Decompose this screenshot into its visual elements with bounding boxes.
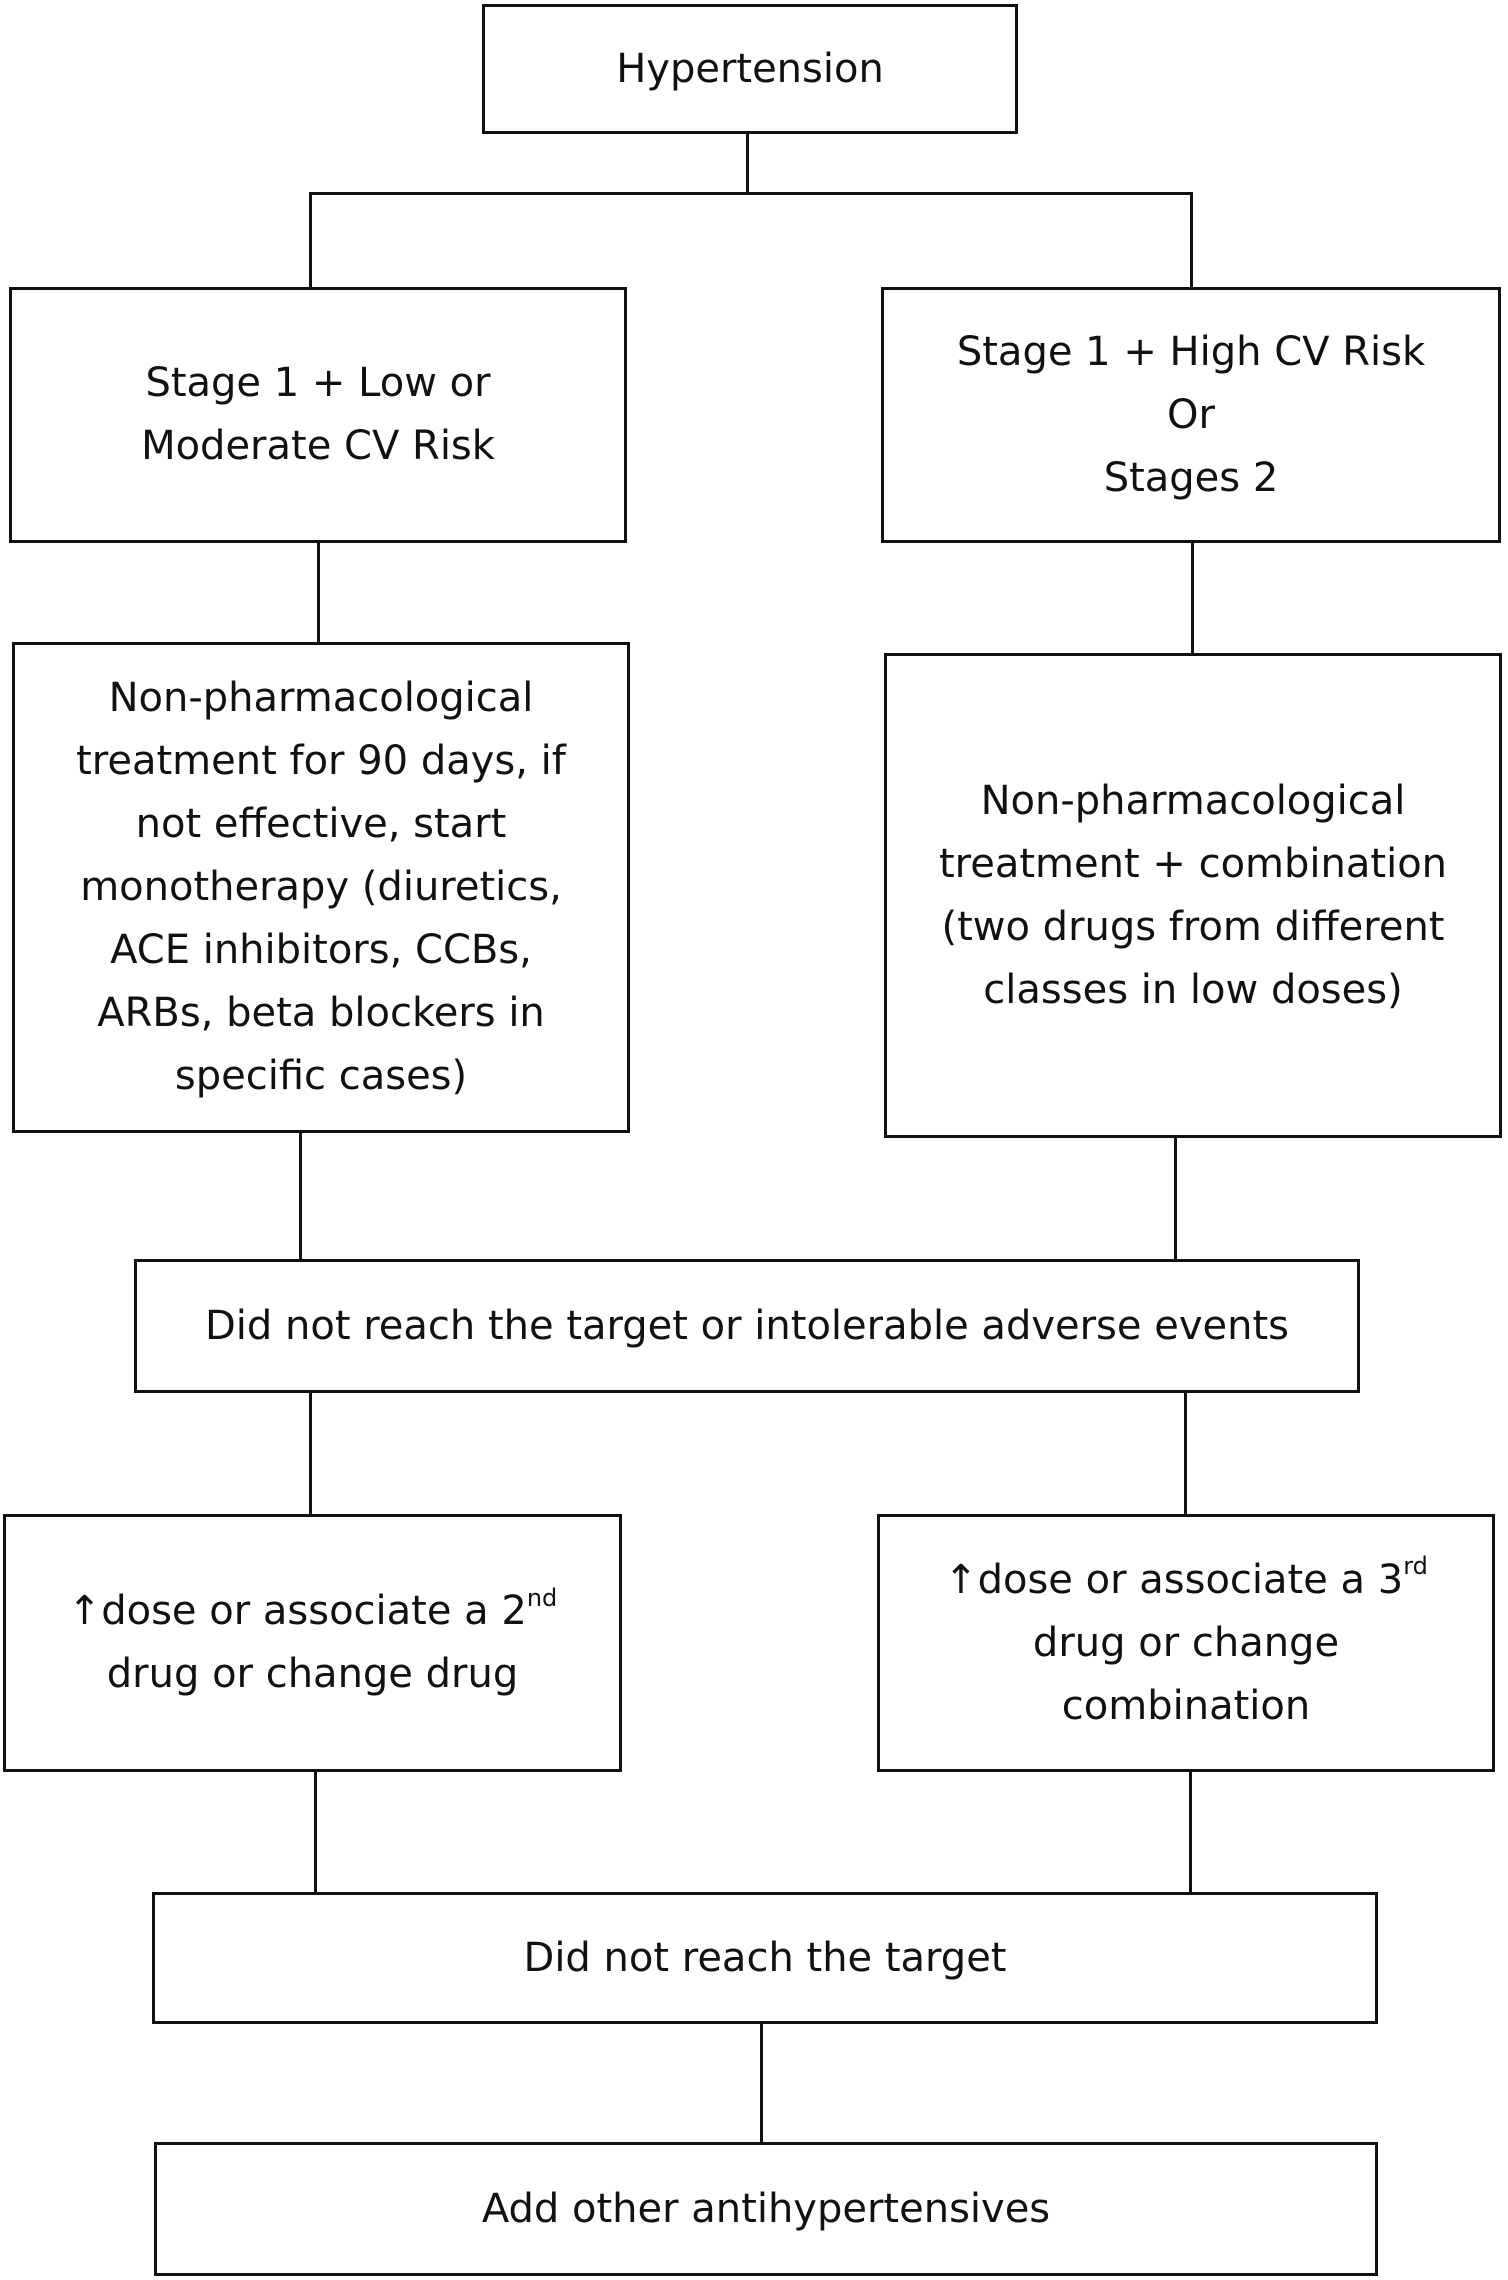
- right-adjust-line2: drug or change: [1032, 1619, 1340, 1666]
- stage1-high-line3: Stages 2: [1103, 454, 1279, 501]
- right-adjust-line1: dose or associate a 3: [977, 1556, 1404, 1603]
- connector-line: [309, 192, 1193, 195]
- connector-line: [746, 131, 749, 194]
- left-treatment-line: monotherapy (diuretics,: [80, 864, 562, 910]
- not-target-adverse-node: Did not reach the target or intolerable …: [134, 1259, 1360, 1393]
- add-other-node: Add other antihypertensives: [154, 2142, 1378, 2276]
- right-adjust-line3: combination: [1061, 1682, 1311, 1729]
- right-treatment-line: (two drugs from different: [941, 903, 1445, 950]
- left-adjust-line1: dose or associate a 2: [101, 1588, 527, 1634]
- left-treatment-node: Non-pharmacological treatment for 90 day…: [12, 642, 630, 1133]
- left-treatment-line: ARBs, beta blockers in: [97, 990, 545, 1036]
- left-adjust-node: ↑dose or associate a 2nd drug or change …: [3, 1514, 622, 1772]
- hypertension-node: Hypertension: [482, 4, 1018, 134]
- ordinal-suffix: rd: [1403, 1552, 1428, 1581]
- connector-line: [314, 1770, 317, 1894]
- left-treatment-line: specific cases): [174, 1053, 468, 1099]
- connector-line: [1189, 1770, 1192, 1894]
- ordinal-suffix: nd: [526, 1583, 558, 1612]
- not-target-adverse-label: Did not reach the target or intolerable …: [204, 1302, 1289, 1349]
- right-treatment-line: treatment + combination: [938, 840, 1448, 887]
- stage1-high-line1: Stage 1 + High CV Risk: [956, 328, 1426, 375]
- stage1-low-line2: Moderate CV Risk: [141, 423, 495, 469]
- connector-line: [309, 192, 312, 288]
- right-treatment-line: classes in low doses): [983, 966, 1403, 1013]
- stage1-low-risk-node: Stage 1 + Low or Moderate CV Risk: [9, 287, 627, 543]
- stage1-high-risk-node: Stage 1 + High CV Risk Or Stages 2: [881, 287, 1501, 543]
- connector-line: [317, 541, 320, 644]
- right-adjust-node: ↑dose or associate a 3rd drug or change …: [877, 1514, 1495, 1772]
- connector-line: [1184, 1391, 1187, 1516]
- right-treatment-line: Non-pharmacological: [980, 777, 1406, 824]
- left-treatment-line: treatment for 90 days, if: [76, 738, 566, 784]
- left-treatment-line: ACE inhibitors, CCBs,: [110, 927, 532, 973]
- stage1-low-line1: Stage 1 + Low or: [145, 360, 491, 406]
- arrow-up-icon: ↑: [944, 1556, 978, 1603]
- hypertension-label: Hypertension: [616, 45, 884, 92]
- connector-line: [760, 2022, 763, 2144]
- right-treatment-node: Non-pharmacological treatment + combinat…: [884, 653, 1502, 1138]
- connector-line: [1191, 541, 1194, 655]
- not-target-node: Did not reach the target: [152, 1892, 1378, 2024]
- left-treatment-line: Non-pharmacological: [108, 675, 534, 721]
- add-other-label: Add other antihypertensives: [481, 2185, 1051, 2232]
- stage1-high-line2: Or: [1167, 391, 1215, 438]
- connector-line: [309, 1391, 312, 1516]
- connector-line: [1174, 1136, 1177, 1261]
- left-adjust-line2: drug or change drug: [106, 1651, 519, 1697]
- arrow-up-icon: ↑: [67, 1588, 102, 1634]
- not-target-label: Did not reach the target: [523, 1934, 1007, 1981]
- left-treatment-line: not effective, start: [135, 801, 507, 847]
- connector-line: [299, 1131, 302, 1261]
- connector-line: [1190, 192, 1193, 288]
